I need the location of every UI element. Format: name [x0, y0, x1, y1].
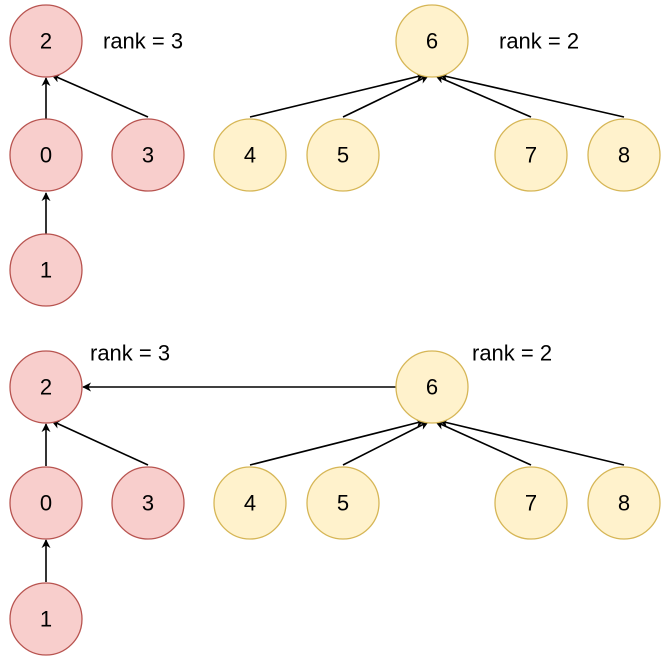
bottom-node-8-label: 8	[618, 491, 630, 516]
top-node-8: 8	[587, 118, 661, 192]
bottom-node-0-label: 0	[40, 491, 52, 516]
bottom-node-5-label: 5	[337, 491, 349, 516]
bottom-node-0: 0	[9, 466, 83, 540]
top-node-0: 0	[9, 118, 83, 192]
top-node-0-label: 0	[40, 143, 52, 168]
top-node-2: 2	[9, 4, 83, 78]
bottom-node-3: 3	[111, 466, 185, 540]
top-diagram: 2 6 0 3 4 5 7 8	[9, 4, 661, 307]
bottom-node-3-label: 3	[142, 491, 154, 516]
bottom-diagram: 2 6 0 3 4 5 7 8	[9, 341, 661, 656]
top-node-6-label: 6	[426, 29, 438, 54]
bottom-rank-label-set-b: rank = 2	[472, 341, 552, 366]
top-edge-5-to-6	[342, 75, 429, 118]
top-node-7-label: 7	[525, 143, 537, 168]
bottom-node-4-label: 4	[244, 491, 256, 516]
bottom-edge-4-to-6	[249, 418, 425, 466]
top-node-4: 4	[213, 118, 287, 192]
top-node-3: 3	[111, 118, 185, 192]
bottom-node-1-label: 1	[40, 607, 52, 632]
top-edge-8-to-6	[439, 72, 625, 118]
bottom-node-6: 6	[395, 350, 469, 424]
bottom-node-1: 1	[9, 582, 83, 656]
bottom-node-2: 2	[9, 350, 83, 424]
bottom-node-6-label: 6	[426, 375, 438, 400]
bottom-node-7-label: 7	[525, 491, 537, 516]
bottom-edge-5-to-6	[342, 421, 429, 466]
top-node-4-label: 4	[244, 143, 256, 168]
bottom-node-2-label: 2	[40, 375, 52, 400]
top-edge-7-to-6	[435, 75, 532, 118]
bottom-node-8: 8	[587, 466, 661, 540]
bottom-node-7: 7	[494, 466, 568, 540]
top-node-5: 5	[306, 118, 380, 192]
top-node-8-label: 8	[618, 143, 630, 168]
top-node-1-label: 1	[40, 258, 52, 283]
bottom-node-4: 4	[213, 466, 287, 540]
bottom-edge-8-to-6	[439, 418, 625, 466]
bottom-rank-label-set-a: rank = 3	[90, 341, 170, 366]
top-node-3-label: 3	[142, 143, 154, 168]
bottom-node-5: 5	[306, 466, 380, 540]
top-edge-4-to-6	[249, 72, 425, 118]
top-node-2-label: 2	[40, 29, 52, 54]
bottom-edge-3-to-2	[51, 420, 149, 466]
top-node-1: 1	[9, 233, 83, 307]
bottom-edge-7-to-6	[435, 421, 532, 466]
top-node-7: 7	[494, 118, 568, 192]
top-rank-label-set-b: rank = 2	[499, 29, 579, 54]
top-node-6: 6	[395, 4, 469, 78]
top-rank-label-set-a: rank = 3	[103, 29, 183, 54]
top-edges	[41, 72, 625, 234]
top-node-5-label: 5	[337, 143, 349, 168]
bottom-edges	[41, 382, 625, 582]
top-edge-3-to-2	[51, 74, 149, 118]
